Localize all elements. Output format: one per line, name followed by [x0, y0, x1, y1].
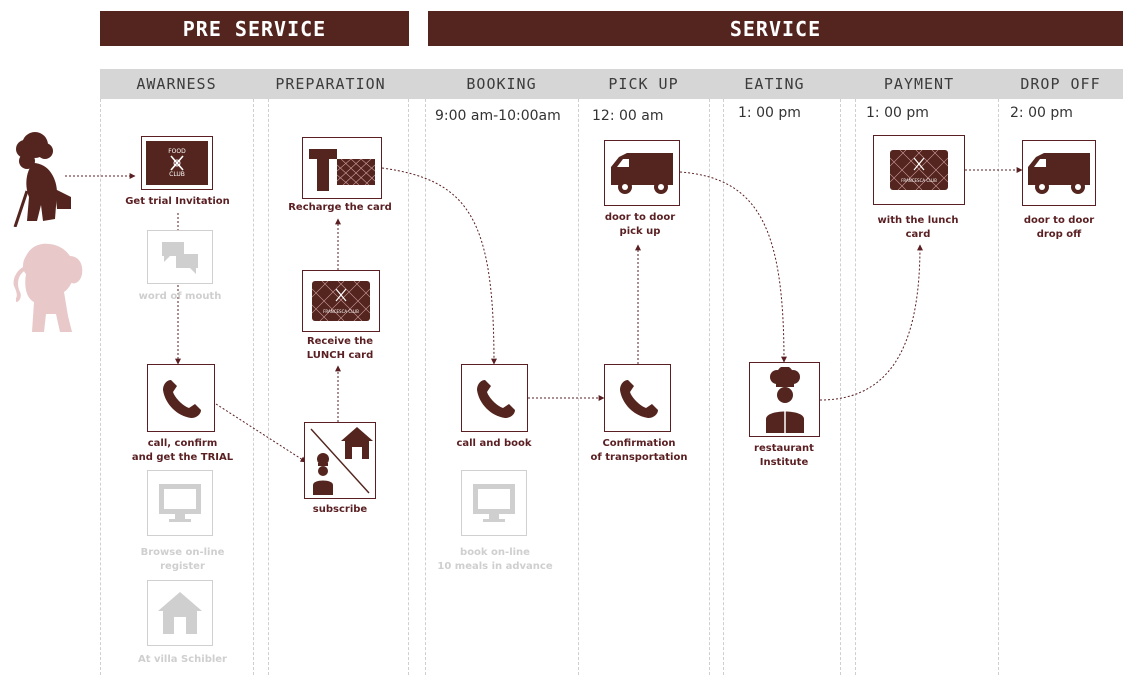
- call-book-box: [461, 364, 528, 432]
- dropoff-box: [1022, 140, 1096, 206]
- lane-divider: [855, 99, 856, 675]
- van-icon: [1028, 153, 1090, 194]
- service-banner: SERVICE: [428, 11, 1123, 46]
- phase-booking: BOOKING: [466, 75, 537, 93]
- villa-label: At villa Schibler: [137, 654, 227, 665]
- phase-preparation: PREPARATION: [275, 75, 386, 93]
- house-icon: [341, 427, 373, 459]
- chef-icon: [765, 366, 804, 433]
- receive-line-2: LUNCH card: [306, 350, 374, 361]
- call-confirm-label: call, confirm and get the TRIAL: [120, 437, 245, 465]
- speech-bubbles-icon: [162, 242, 198, 274]
- lane-divider: [268, 99, 269, 675]
- eating-time: 1: 00 pm: [738, 105, 801, 121]
- subscribe-label: subscribe: [312, 504, 368, 515]
- word-of-mouth-box: [147, 230, 213, 284]
- payment-line-2: card: [905, 229, 931, 240]
- restaurant-line-2: Institute: [759, 457, 809, 468]
- payment-label: with the lunch card: [858, 214, 978, 242]
- pickup-line-1: door to door: [604, 212, 676, 223]
- word-of-mouth-label: word of mouth: [138, 291, 222, 302]
- book-online-label: book on-line 10 meals in advance: [428, 546, 562, 574]
- receive-card-box: FRANCESCA CLUB: [302, 270, 380, 332]
- phone-icon: [476, 380, 515, 418]
- lane-divider: [425, 99, 426, 675]
- restaurant-line-1: restaurant: [754, 443, 814, 454]
- payment-time: 1: 00 pm: [866, 105, 929, 121]
- phase-header-bar: [100, 69, 1123, 99]
- invitation-label: Get trial Invitation: [125, 196, 230, 207]
- pre-service-banner: PRE SERVICE: [100, 11, 409, 46]
- pickup-label: door to door pick up: [580, 211, 700, 239]
- dropoff-line-1: door to door: [1023, 215, 1095, 226]
- confirmation-line-2: of transportation: [590, 452, 688, 463]
- elephant-icon: [12, 240, 84, 335]
- call-confirm-box: [147, 364, 215, 432]
- dropoff-line-2: drop off: [1036, 229, 1082, 240]
- phone-icon: [619, 380, 658, 418]
- lane-divider: [578, 99, 579, 675]
- confirmation-box: [604, 364, 671, 432]
- lunch-card-icon: FRANCESCA CLUB: [890, 150, 948, 190]
- pickup-line-2: pick up: [619, 226, 661, 237]
- pickup-box: [604, 140, 680, 206]
- lunch-card-brand-text: FRANCESCA CLUB: [323, 309, 359, 314]
- phase-pick-up: PICK UP: [608, 75, 679, 93]
- browse-line-2: register: [160, 561, 205, 572]
- recharge-label: Recharge the card: [288, 202, 392, 213]
- payment-card-brand-text: FRANCESCA CLUB: [901, 178, 937, 183]
- dropoff-label: door to door drop off: [1000, 214, 1118, 242]
- confirmation-line-1: Confirmation: [602, 438, 676, 449]
- phase-eating: EATING: [744, 75, 805, 93]
- receive-line-1: Receive the: [306, 336, 374, 347]
- subscribe-box: [304, 422, 376, 499]
- browse-line-1: Browse on-line: [140, 547, 225, 558]
- browse-online-label: Browse on-line register: [120, 546, 245, 574]
- call-confirm-line-2: and get the TRIAL: [131, 452, 234, 463]
- book-online-line-2: 10 meals in advance: [437, 561, 553, 572]
- van-icon: [611, 153, 673, 194]
- person-icon: [5, 127, 75, 228]
- house-icon: [158, 592, 202, 634]
- lane-divider: [253, 99, 254, 675]
- browse-online-box: [147, 470, 213, 536]
- computer-icon: [473, 484, 515, 522]
- call-confirm-line-1: call, confirm: [147, 438, 218, 449]
- card-food-text: FOOD: [168, 148, 186, 155]
- restaurant-box: [749, 362, 820, 437]
- computer-icon: [159, 484, 201, 522]
- phase-drop-off: DROP OFF: [1020, 75, 1101, 93]
- card-club-text: CLUB: [169, 171, 185, 178]
- book-online-box: [461, 470, 527, 536]
- villa-box: [147, 580, 213, 646]
- dropoff-time: 2: 00 pm: [1010, 105, 1073, 121]
- recharge-card-icon: [309, 149, 376, 191]
- chef-icon: [313, 453, 333, 495]
- lane-divider: [709, 99, 710, 675]
- pickup-time: 12: 00 am: [592, 108, 664, 124]
- lane-divider: [840, 99, 841, 675]
- subscribe-icon: [310, 427, 373, 495]
- call-book-label: call and book: [456, 438, 532, 449]
- lane-divider: [408, 99, 409, 675]
- invitation-card-icon: FOOD CLUB: [146, 141, 208, 185]
- recharge-card-box: [302, 137, 382, 199]
- phone-icon: [163, 380, 201, 418]
- phase-awarness: AWARNESS: [136, 75, 217, 93]
- payment-box: FRANCESCA CLUB: [873, 135, 965, 205]
- confirmation-label: Confirmation of transportation: [574, 437, 704, 465]
- book-online-line-1: book on-line: [460, 547, 530, 558]
- invitation-box: FOOD CLUB: [141, 136, 213, 190]
- lane-divider: [100, 99, 101, 675]
- lane-divider: [723, 99, 724, 675]
- payment-line-1: with the lunch: [877, 215, 959, 226]
- lane-divider: [998, 99, 999, 675]
- booking-time: 9:00 am-10:00am: [435, 108, 561, 124]
- lunch-card-icon: FRANCESCA CLUB: [312, 281, 370, 321]
- phase-payment: PAYMENT: [883, 75, 955, 93]
